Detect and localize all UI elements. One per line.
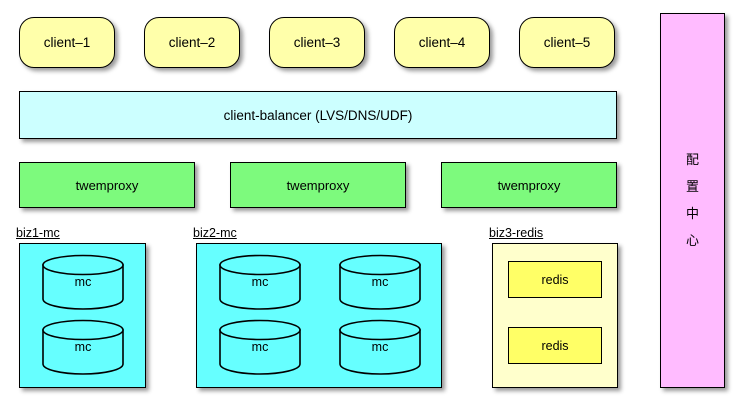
client-node-1[interactable]: client–1 — [19, 17, 115, 68]
biz-group-1-container: mc mc — [19, 243, 146, 388]
client-node-5[interactable]: client–5 — [519, 17, 615, 68]
biz-group-2-container: mc mc mc mc — [196, 243, 442, 388]
redis-node-1-label: redis — [541, 272, 569, 287]
redis-node-2[interactable]: redis — [508, 327, 602, 364]
config-center-char-1: 配 — [685, 152, 699, 168]
client-node-2[interactable]: client–2 — [144, 17, 240, 68]
twemproxy-node-2[interactable]: twemproxy — [230, 162, 406, 208]
mc-node-biz1-1[interactable]: mc — [41, 254, 125, 310]
redis-node-2-label: redis — [541, 338, 569, 353]
twemproxy-node-1[interactable]: twemproxy — [19, 162, 195, 208]
client-node-2-label: client–2 — [168, 35, 216, 50]
client-node-5-label: client–5 — [543, 35, 591, 50]
client-node-1-label: client–1 — [43, 35, 91, 50]
client-balancer-label: client-balancer (LVS/DNS/UDF) — [223, 107, 413, 123]
mc-node-biz2-1[interactable]: mc — [218, 254, 302, 310]
twemproxy-node-3[interactable]: twemproxy — [441, 162, 617, 208]
client-node-3[interactable]: client–3 — [269, 17, 365, 68]
cylinder-icon — [339, 319, 421, 375]
config-center-char-3: 中 — [685, 206, 699, 222]
client-node-3-label: client–3 — [293, 35, 341, 50]
client-node-4-label: client–4 — [418, 35, 466, 50]
biz-group-1-caption: biz1-mc — [16, 226, 60, 240]
client-node-4[interactable]: client–4 — [394, 17, 490, 68]
mc-node-biz2-3[interactable]: mc — [218, 319, 302, 375]
twemproxy-node-1-label: twemproxy — [75, 177, 139, 193]
redis-node-1[interactable]: redis — [508, 261, 602, 298]
cylinder-icon — [42, 319, 124, 375]
cylinder-icon — [219, 319, 301, 375]
biz-group-2-caption: biz2-mc — [193, 226, 237, 240]
twemproxy-node-3-label: twemproxy — [497, 177, 561, 193]
cylinder-icon — [339, 254, 421, 310]
twemproxy-node-2-label: twemproxy — [286, 177, 350, 193]
biz-group-3-container: redis redis — [492, 243, 618, 388]
cylinder-icon — [219, 254, 301, 310]
mc-node-biz2-2[interactable]: mc — [338, 254, 422, 310]
client-balancer-node[interactable]: client-balancer (LVS/DNS/UDF) — [19, 91, 617, 139]
biz-group-3-caption: biz3-redis — [489, 226, 544, 240]
config-center-char-4: 心 — [685, 233, 699, 249]
mc-node-biz2-4[interactable]: mc — [338, 319, 422, 375]
cylinder-icon — [42, 254, 124, 310]
mc-node-biz1-2[interactable]: mc — [41, 319, 125, 375]
config-center-panel[interactable]: 配 置 中 心 — [660, 13, 725, 388]
config-center-char-2: 置 — [685, 179, 699, 195]
